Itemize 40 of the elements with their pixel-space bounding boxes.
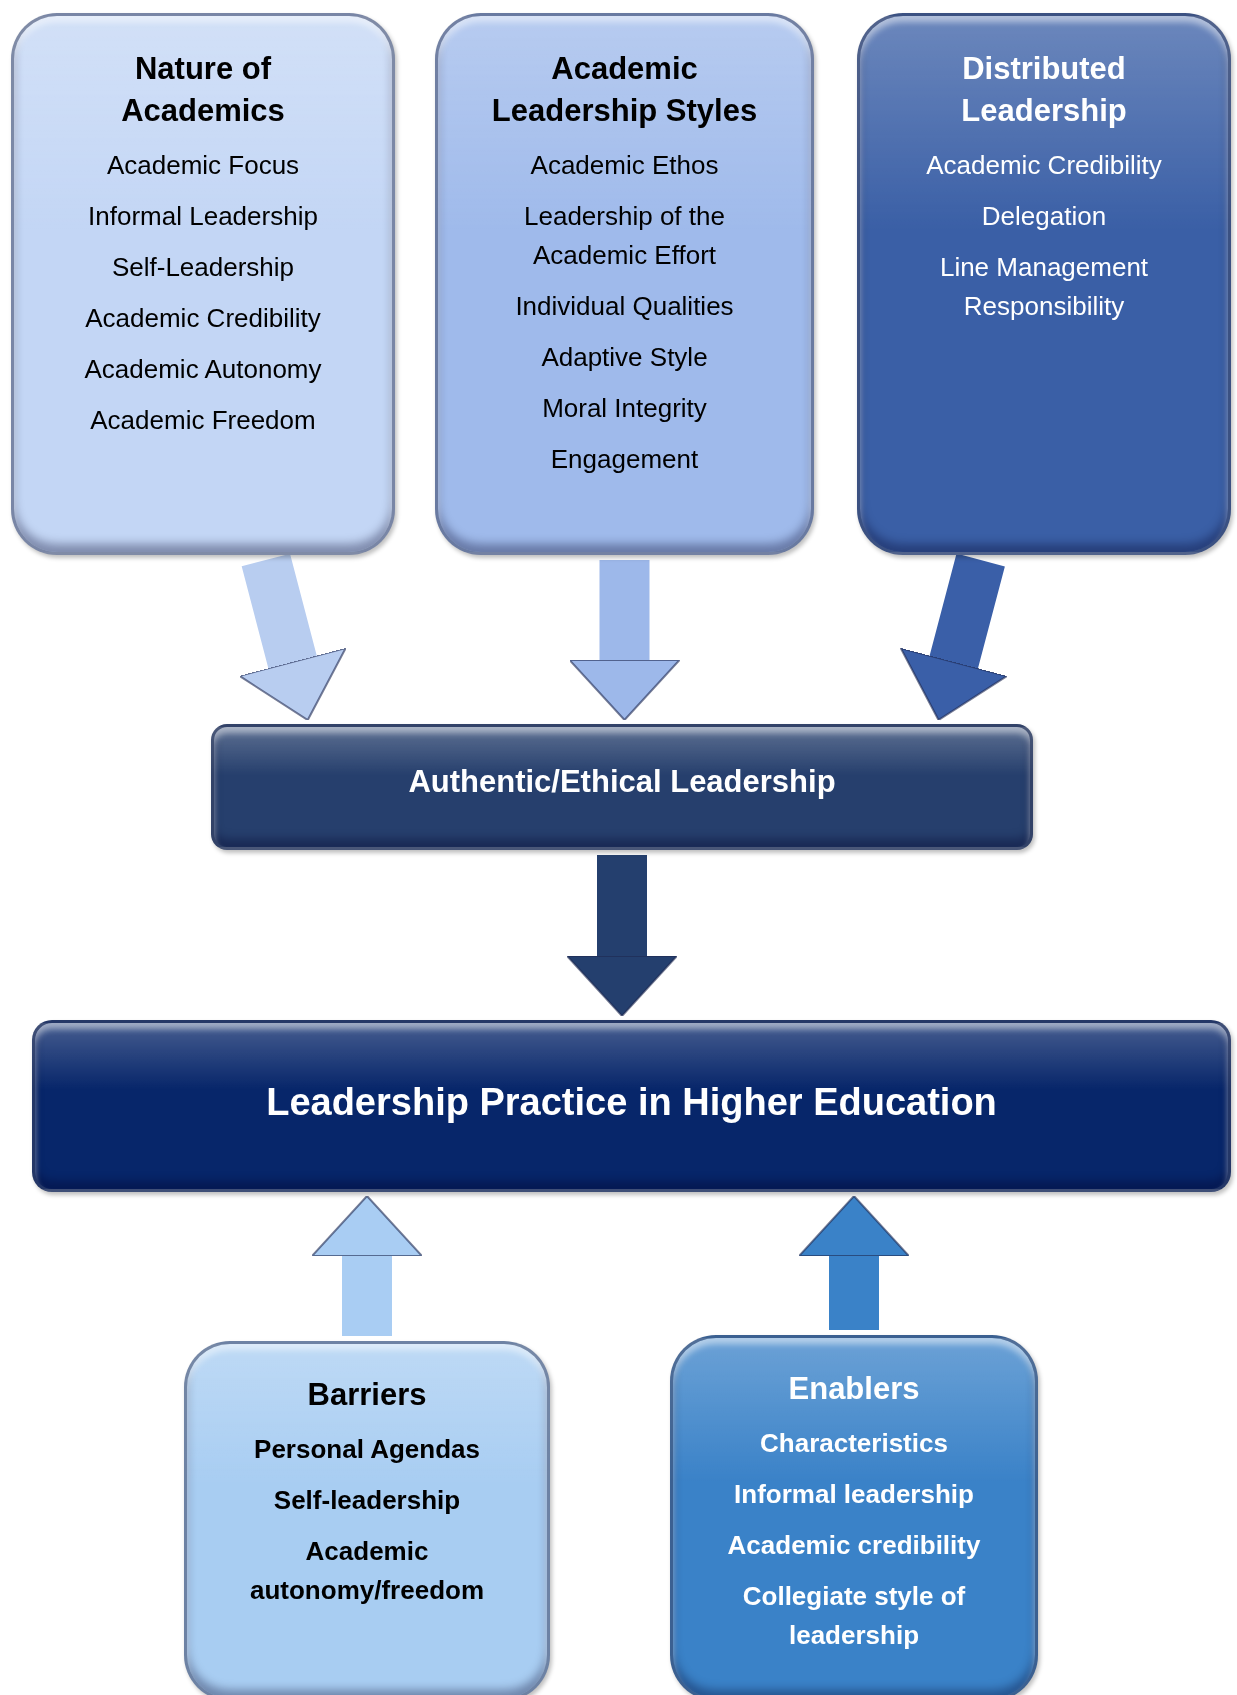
category-box — [184, 1341, 550, 1695]
box-heading: Enablers — [788, 1370, 920, 1408]
list-item: Engagement — [550, 442, 699, 476]
list-item: Characteristics — [760, 1426, 948, 1460]
list-item: Academic Credibility — [85, 301, 321, 335]
list-item: Academic Focus — [106, 148, 300, 182]
category-box — [435, 13, 814, 555]
list-item: Informal Leadership — [88, 199, 318, 233]
banner-title: Authentic/Ethical Leadership — [408, 763, 836, 801]
list-item: Adaptive Style — [541, 340, 708, 374]
block-arrow — [568, 560, 681, 721]
banner-box — [211, 724, 1033, 850]
category-box — [857, 13, 1231, 555]
list-item: Personal Agendas — [254, 1432, 480, 1466]
list-item: Individual Qualities — [515, 289, 734, 323]
box-heading: Barriers — [307, 1376, 427, 1414]
list-item: Line Management Responsibility — [938, 250, 1150, 323]
list-item: Delegation — [981, 199, 1107, 233]
list-item: Academic credibility — [727, 1528, 981, 1562]
block-arrow — [798, 1195, 910, 1330]
block-arrow — [311, 1195, 423, 1336]
box-heading: Academic Leadership Styles — [490, 50, 759, 130]
list-item: Collegiate style of leadership — [741, 1579, 967, 1652]
box-heading: Nature of Academics — [120, 50, 286, 130]
box-heading: Distributed Leadership — [960, 50, 1128, 130]
category-box — [670, 1335, 1038, 1695]
list-item: Leadership of the Academic Effort — [523, 199, 726, 272]
banner-box — [32, 1020, 1231, 1192]
list-item: Moral Integrity — [542, 391, 707, 425]
list-item: Self-leadership — [273, 1483, 461, 1517]
list-item: Self-Leadership — [111, 250, 295, 284]
list-item: Academic Freedom — [90, 403, 316, 437]
list-item: Academic Ethos — [530, 148, 719, 182]
list-item: Academic Credibility — [926, 148, 1162, 182]
block-arrow — [566, 855, 678, 1017]
list-item: Academic autonomy/freedom — [249, 1534, 485, 1607]
list-item: Informal leadership — [734, 1477, 974, 1511]
category-box — [11, 13, 395, 555]
list-item: Academic Autonomy — [84, 352, 322, 386]
banner-title: Leadership Practice in Higher Education — [266, 1080, 997, 1125]
